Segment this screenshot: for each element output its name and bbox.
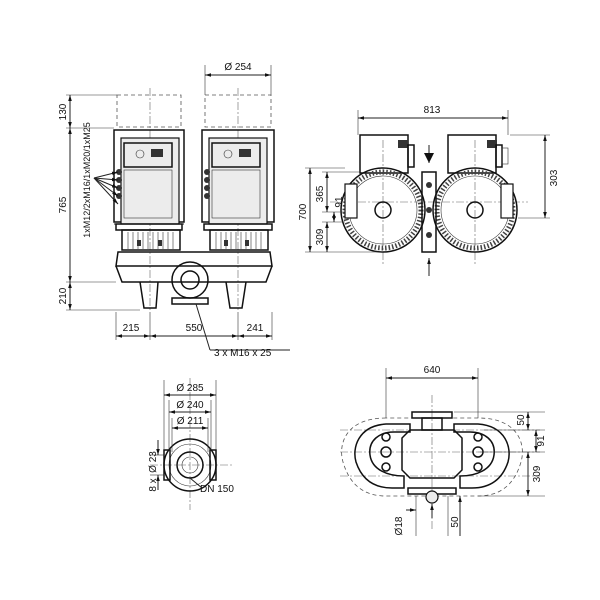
dn-label: DN 150 [200, 484, 234, 495]
dim-text-210: 210 [58, 287, 69, 304]
dim-813: 813 [357, 105, 509, 135]
dim-text-50-top: 50 [516, 414, 527, 426]
motor-right [201, 129, 275, 251]
dim-text-18: Ø18 [394, 516, 405, 535]
dim-text-309-plan: 309 [532, 465, 543, 482]
flange-view: Ø 285 Ø 240 Ø 211 Ø 23 8 x DN 150 [148, 378, 234, 510]
dim-303: 303 [510, 134, 560, 219]
side-view: 813 700 365 91 309 303 [298, 105, 560, 276]
dim-text-240: Ø 240 [176, 400, 204, 411]
dim-text-215: 215 [123, 323, 140, 334]
central-body [401, 429, 463, 479]
cable-entry-arrows [93, 171, 119, 205]
bolts-label: 3 x M16 x 25 [214, 348, 272, 359]
dim-vertical-front: 130 765 210 [58, 94, 140, 311]
dim-text-700: 700 [298, 203, 309, 220]
dim-text-91: 91 [334, 196, 345, 208]
holes-label: 8 x [148, 478, 159, 491]
dim-text-550: 550 [186, 323, 203, 334]
dim-text-309: 309 [315, 228, 326, 245]
dim-text-241: 241 [247, 323, 264, 334]
motor-removal-outline-left [116, 94, 182, 128]
dim-text-23: Ø 23 [148, 451, 159, 473]
dim-700: 700 [298, 167, 383, 253]
motor-left [113, 129, 185, 251]
dim-365-91-309: 365 91 309 [315, 171, 360, 252]
cable-gland-label: 1xM12/2xM16/1xM20/1xM25 [82, 122, 92, 238]
dim-text-813: 813 [424, 105, 441, 116]
dim-text-765: 765 [58, 196, 69, 213]
dim-horizontal-front: 215 550 241 3 x M16 x 25 [115, 303, 290, 359]
dim-text-640: 640 [424, 365, 441, 376]
dim-text-254: Ø 254 [224, 62, 252, 73]
dim-text-130: 130 [58, 103, 69, 120]
front-view: 1xM12/2xM16/1xM20/1xM25 Ø 254 130 765 21… [58, 62, 290, 359]
dim-text-285: Ø 285 [176, 383, 204, 394]
dim-text-50-bot: 50 [450, 516, 461, 528]
dim-diameter-254: Ø 254 [204, 62, 272, 95]
dim-text-91-plan: 91 [536, 435, 547, 447]
plan-view: 640 50 91 309 Ø18 50 [340, 365, 547, 536]
motor-circles [340, 167, 518, 253]
dim-text-303: 303 [549, 169, 560, 186]
dim-text-211: Ø 211 [177, 416, 204, 427]
pump-housing [115, 251, 273, 309]
central-coupling [421, 145, 437, 276]
dim-text-365: 365 [315, 185, 326, 202]
